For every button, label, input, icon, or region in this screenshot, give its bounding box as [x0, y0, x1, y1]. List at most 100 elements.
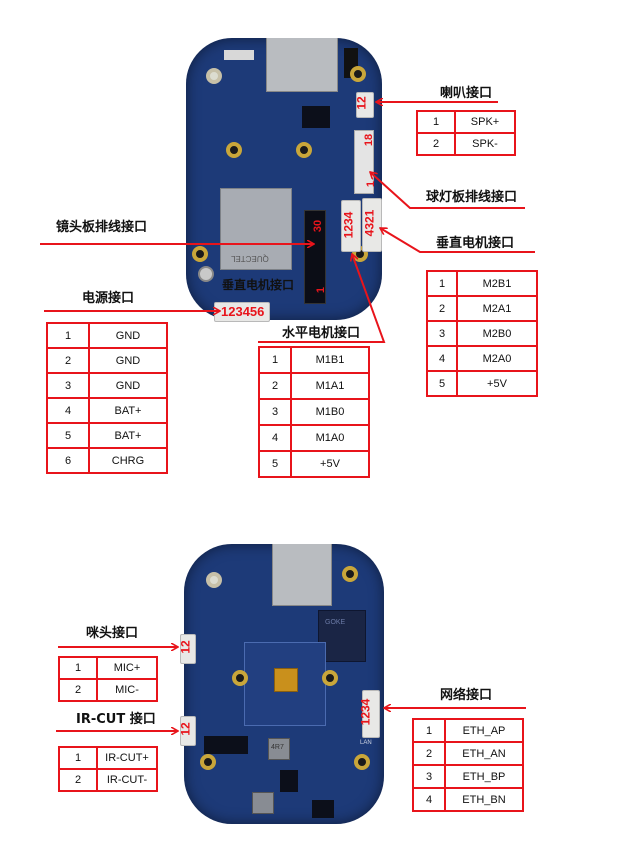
mic-connector-mark: 12 [178, 640, 193, 654]
ircut-connector-mark: 12 [178, 722, 193, 736]
mounting-hole [226, 142, 242, 158]
pin-name: M2A0 [456, 345, 538, 372]
horizontal-motor-connector [341, 200, 361, 252]
ball-light-ribbon-title: 球灯板排线接口 [426, 190, 518, 205]
mounting-hole [192, 246, 208, 262]
table-row: 5+5V [426, 370, 538, 397]
speaker-connector [356, 92, 374, 118]
pin-name: M2B1 [456, 270, 538, 297]
module-brand: QUECTEL [231, 254, 269, 263]
top-ic [302, 106, 330, 128]
pin-number: 4 [46, 397, 90, 424]
pin-name: M2A1 [456, 295, 538, 322]
pin-number: 2 [58, 768, 98, 792]
pin-number: 5 [46, 422, 90, 449]
top-pcb-board: QUECTEL 垂直电机接口 [186, 38, 382, 320]
pin-name: MIC+ [96, 656, 158, 680]
sim-card-slot [272, 544, 332, 606]
diode [280, 770, 298, 792]
mic-connector [180, 634, 196, 664]
top-small-connector [224, 50, 254, 60]
pin-name: M1B0 [290, 398, 370, 426]
lens-ribbon-end-mark: 30 [312, 219, 325, 233]
inductor [252, 792, 274, 814]
pin-name: ETH_AP [444, 718, 524, 743]
sd-card-slot [266, 38, 338, 92]
pin-number: 3 [426, 320, 458, 347]
goke-chip: GOKE [318, 610, 366, 662]
pin-name: CHRG [88, 447, 168, 474]
pin-name: MIC- [96, 678, 158, 702]
pin-name: ETH_AN [444, 741, 524, 766]
pin-number: 2 [258, 372, 292, 400]
pin-number: 2 [58, 678, 98, 702]
bottom-pcb-board: GOKE 4R7 LAN [184, 544, 384, 824]
network-connector-mark: 1234 [358, 698, 373, 726]
mounting-hole [322, 670, 338, 686]
mounting-hole [206, 68, 222, 84]
pin-name: M1A1 [290, 372, 370, 400]
pin-name: GND [88, 322, 168, 349]
pin-number: 3 [412, 764, 446, 789]
pin-name: M1B1 [290, 346, 370, 374]
pin-number: 1 [58, 656, 98, 680]
diode [312, 800, 334, 818]
vertical-motor-mark: 4321 [362, 209, 377, 237]
mounting-hole [232, 670, 248, 686]
pin-name: SPK- [454, 132, 516, 156]
mounting-hole [200, 754, 216, 770]
pin-name: GND [88, 372, 168, 399]
network-title: 网络接口 [440, 688, 493, 703]
quectel-module: QUECTEL [220, 188, 292, 270]
pin-number: 5 [426, 370, 458, 397]
horizontal-motor-mark: 1234 [341, 211, 356, 239]
pin-name: ETH_BP [444, 764, 524, 789]
pin-number: 3 [46, 372, 90, 399]
inductor-label: 4R7 [271, 744, 284, 751]
mounting-hole [342, 566, 358, 582]
lan-silk-label: LAN [360, 740, 372, 746]
inductor: 4R7 [268, 738, 290, 760]
pin-name: BAT+ [88, 397, 168, 424]
lens-ribbon-title: 镜头板排线接口 [56, 220, 148, 235]
pin-number: 6 [46, 447, 90, 474]
pin-name: +5V [290, 450, 370, 478]
mounting-hole [354, 754, 370, 770]
image-sensor [274, 668, 298, 692]
pin-name: IR-CUT+ [96, 746, 158, 770]
pin-number: 1 [412, 718, 446, 743]
chip-brand: GOKE [325, 619, 346, 626]
pin-number: 2 [46, 347, 90, 374]
pin-number: 3 [258, 398, 292, 426]
horizontal-motor-title: 水平电机接口 [282, 326, 361, 341]
pin-name: M2B0 [456, 320, 538, 347]
overlay-silk-label: 垂直电机接口 [222, 278, 295, 292]
table-row: 5+5V [258, 450, 370, 478]
ball-light-ribbon-end-mark: 18 [363, 133, 376, 147]
